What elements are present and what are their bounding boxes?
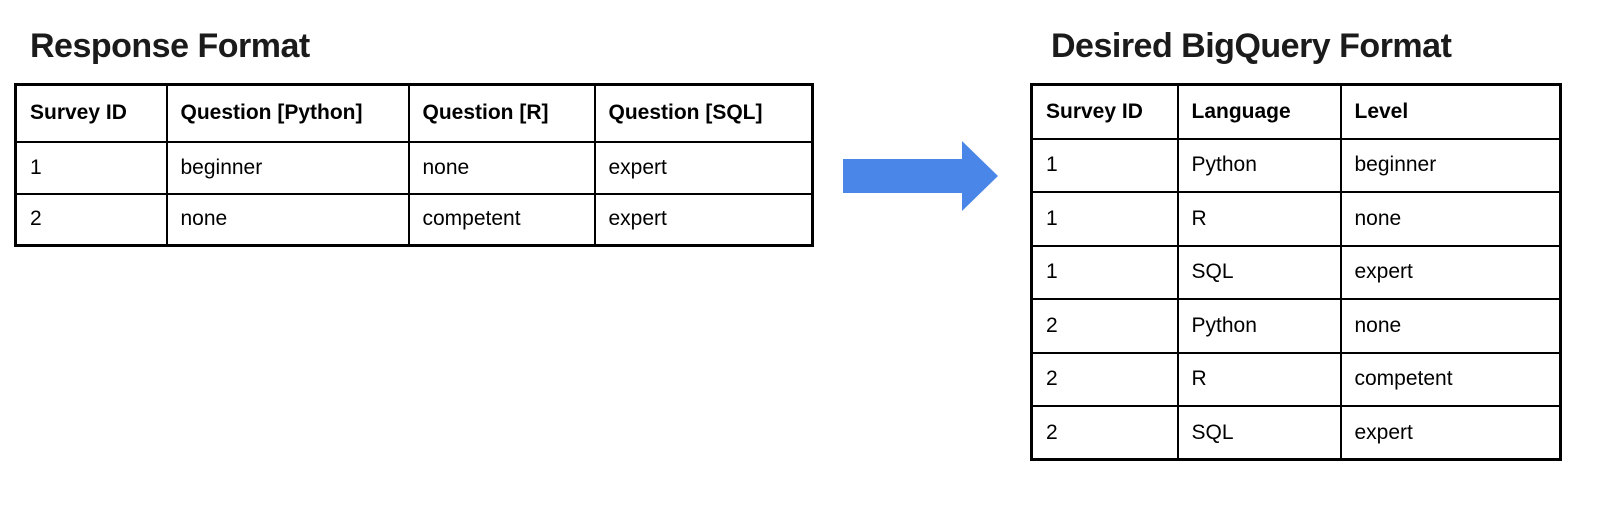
- cell-survey-id: 2: [1030, 351, 1179, 407]
- cell-sql-level: expert: [593, 140, 814, 195]
- table-row: 1 Python beginner: [1030, 137, 1562, 193]
- cell-survey-id: 2: [1030, 298, 1179, 354]
- cell-python-level: none: [165, 192, 410, 247]
- cell-survey-id: 1: [14, 140, 168, 195]
- header-cell-question-r: Question [R]: [407, 83, 596, 143]
- right-arrow-shape: [843, 141, 998, 211]
- table-header-row: Survey ID Question [Python] Question [R]…: [14, 83, 814, 143]
- cell-survey-id: 1: [1030, 137, 1179, 193]
- cell-r-level: competent: [407, 192, 596, 247]
- cell-level: none: [1339, 191, 1562, 247]
- cell-language: Python: [1176, 298, 1342, 354]
- desired-bigquery-format-title: Desired BigQuery Format: [1051, 27, 1452, 65]
- cell-survey-id: 2: [14, 192, 168, 247]
- cell-language: SQL: [1176, 244, 1342, 300]
- cell-level: beginner: [1339, 137, 1562, 193]
- header-cell-question-sql: Question [SQL]: [593, 83, 814, 143]
- header-cell-language: Language: [1176, 83, 1342, 140]
- header-cell-survey-id: Survey ID: [14, 83, 168, 143]
- table-row: 2 SQL expert: [1030, 405, 1562, 461]
- table-row: 1 SQL expert: [1030, 244, 1562, 300]
- header-cell-question-python: Question [Python]: [165, 83, 410, 143]
- header-cell-level: Level: [1339, 83, 1562, 140]
- cell-language: SQL: [1176, 405, 1342, 461]
- header-cell-survey-id: Survey ID: [1030, 83, 1179, 140]
- response-format-table: Survey ID Question [Python] Question [R]…: [14, 83, 814, 247]
- cell-level: expert: [1339, 244, 1562, 300]
- response-format-title: Response Format: [30, 27, 310, 65]
- table-row: 2 R competent: [1030, 351, 1562, 407]
- cell-language: R: [1176, 351, 1342, 407]
- cell-language: Python: [1176, 137, 1342, 193]
- cell-survey-id: 2: [1030, 405, 1179, 461]
- cell-level: expert: [1339, 405, 1562, 461]
- cell-language: R: [1176, 191, 1342, 247]
- table-row: 1 R none: [1030, 191, 1562, 247]
- cell-python-level: beginner: [165, 140, 410, 195]
- bigquery-format-table: Survey ID Language Level 1 Python beginn…: [1030, 83, 1562, 461]
- cell-r-level: none: [407, 140, 596, 195]
- cell-level: competent: [1339, 351, 1562, 407]
- table-row: 2 Python none: [1030, 298, 1562, 354]
- cell-survey-id: 1: [1030, 244, 1179, 300]
- table-header-row: Survey ID Language Level: [1030, 83, 1562, 140]
- right-arrow-polygon: [843, 141, 998, 211]
- right-arrow-icon: [843, 141, 998, 211]
- table-row: 1 beginner none expert: [14, 140, 814, 195]
- cell-sql-level: expert: [593, 192, 814, 247]
- table-row: 2 none competent expert: [14, 192, 814, 247]
- cell-survey-id: 1: [1030, 191, 1179, 247]
- cell-level: none: [1339, 298, 1562, 354]
